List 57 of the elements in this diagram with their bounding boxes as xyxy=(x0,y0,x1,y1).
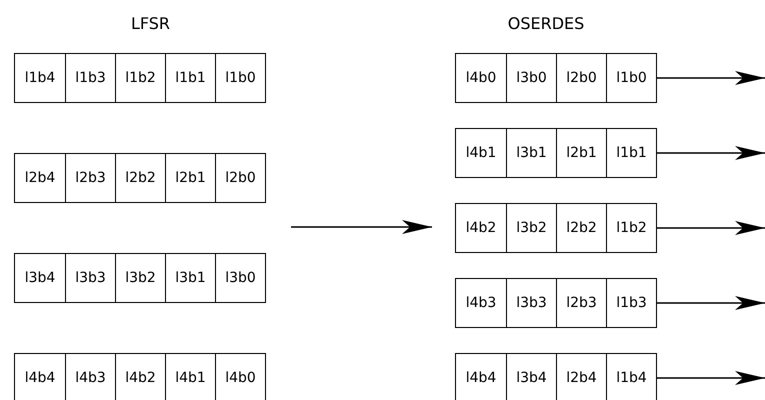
bit-cell: l4b2 xyxy=(456,204,506,252)
arrow xyxy=(657,71,765,85)
bit-cell: l3b1 xyxy=(165,254,215,302)
bit-cell: l3b4 xyxy=(15,254,65,302)
shift-register xyxy=(14,353,266,400)
bit-cell: l4b3 xyxy=(65,354,115,400)
bit-cell: l2b3 xyxy=(556,279,606,327)
bit-cell: l3b2 xyxy=(115,254,165,302)
shift-register xyxy=(455,128,657,178)
bit-cell: l2b1 xyxy=(556,129,606,177)
arrow xyxy=(657,146,765,160)
bit-cell: l3b0 xyxy=(215,254,265,302)
bit-cell: l1b3 xyxy=(606,279,656,327)
bit-cell: l2b2 xyxy=(556,204,606,252)
bit-cell: l1b1 xyxy=(165,54,215,102)
bit-cell: l1b4 xyxy=(15,54,65,102)
shift-register xyxy=(455,278,657,328)
bit-cell: l2b1 xyxy=(165,154,215,202)
bit-cell: l3b3 xyxy=(506,279,556,327)
bit-cell: l2b3 xyxy=(65,154,115,202)
bit-cell: l3b1 xyxy=(506,129,556,177)
shift-register xyxy=(455,203,657,253)
bit-cell: l1b1 xyxy=(606,129,656,177)
shift-register xyxy=(14,253,266,303)
bit-cell: l4b4 xyxy=(15,354,65,400)
bit-cell: l4b3 xyxy=(456,279,506,327)
bit-cell: l4b2 xyxy=(115,354,165,400)
bit-cell: l1b3 xyxy=(65,54,115,102)
bit-cell: l4b1 xyxy=(456,129,506,177)
bit-cell: l2b4 xyxy=(15,154,65,202)
shift-register xyxy=(14,153,266,203)
bit-cell: l3b4 xyxy=(506,354,556,400)
bit-cell: l4b0 xyxy=(215,354,265,400)
bit-cell: l1b4 xyxy=(606,354,656,400)
arrow xyxy=(291,220,432,234)
bit-cell: l4b0 xyxy=(456,54,506,102)
register-title: OSERDES xyxy=(508,14,584,33)
bit-cell: l1b2 xyxy=(606,204,656,252)
arrow xyxy=(657,296,765,310)
bit-cell: l3b0 xyxy=(506,54,556,102)
bit-cell: l2b4 xyxy=(556,354,606,400)
bit-cell: l2b2 xyxy=(115,154,165,202)
shift-register xyxy=(455,53,657,103)
bit-cell: l3b3 xyxy=(65,254,115,302)
arrow xyxy=(657,221,765,235)
bit-cell: l4b1 xyxy=(165,354,215,400)
bit-cell: l1b0 xyxy=(606,54,656,102)
bit-cell: l2b0 xyxy=(556,54,606,102)
register-title: LFSR xyxy=(130,14,170,33)
bit-cell: l2b0 xyxy=(215,154,265,202)
shift-register xyxy=(455,353,657,400)
bit-cell: l4b4 xyxy=(456,354,506,400)
bit-cell: l1b2 xyxy=(115,54,165,102)
arrow xyxy=(657,371,765,385)
bit-cell: l1b0 xyxy=(215,54,265,102)
shift-register xyxy=(14,53,266,103)
bit-cell: l3b2 xyxy=(506,204,556,252)
